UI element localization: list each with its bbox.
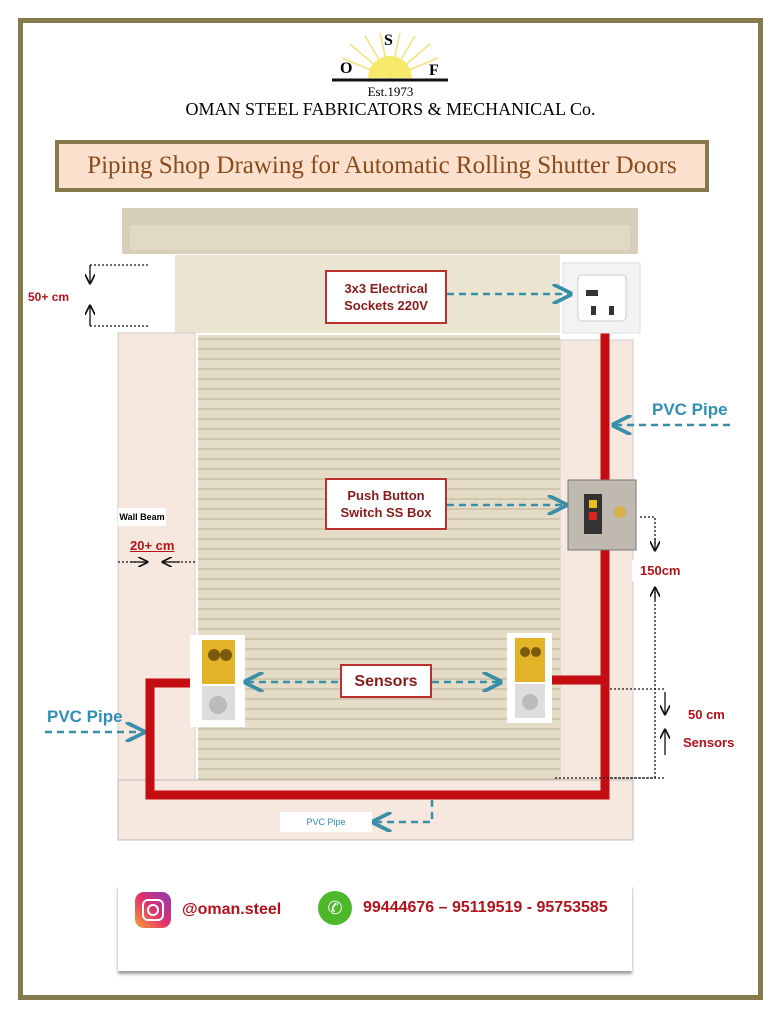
- pvc-pipe-bottom-label: PVC Pipe: [280, 812, 372, 832]
- logo-letter-f: F: [429, 62, 439, 79]
- sensor-right-icon: [507, 633, 552, 723]
- pvc-pipe-right-label: PVC Pipe: [652, 400, 728, 419]
- instagram-icon: [135, 892, 171, 928]
- logo-letter-s: S: [384, 32, 393, 49]
- push-button-label: Push Button Switch SS Box: [325, 478, 447, 530]
- logo-letter-o: O: [340, 60, 353, 77]
- company-name: OMAN STEEL FABRICATORS & MECHANICAL Co.: [185, 99, 596, 119]
- osf-logo: [332, 32, 448, 82]
- phone-numbers[interactable]: 99444676 – 95119519 - 95753585: [363, 899, 608, 916]
- bottom-sill: [117, 779, 634, 841]
- wall-beam-label: Wall Beam: [118, 508, 166, 526]
- page-border: [18, 18, 763, 1000]
- established: Est.1973: [367, 84, 414, 99]
- contact-footer: @oman.steel ✆ 99444676 – 95119519 - 9575…: [118, 885, 632, 971]
- dim-top-label: 50+ cm: [28, 290, 70, 304]
- sockets-label: 3x3 Electrical Sockets 220V: [325, 270, 447, 324]
- dim-sensor-caption: Sensors: [683, 735, 735, 750]
- pvc-pipe-left-label: PVC Pipe: [47, 707, 123, 726]
- red-pvc-pipe: [145, 330, 610, 800]
- right-wall: [559, 339, 634, 781]
- dim-sensor-label: 50 cm: [688, 707, 725, 722]
- page-title: Piping Shop Drawing for Automatic Rollin…: [55, 140, 709, 192]
- phone-icon: ✆: [318, 891, 352, 925]
- instagram-handle[interactable]: @oman.steel: [182, 901, 282, 918]
- sensors-label: Sensors: [340, 664, 432, 698]
- dim-wall-label: 20+ cm: [130, 538, 175, 553]
- left-wall: [117, 332, 196, 781]
- dim-switch-label: 150cm: [632, 560, 689, 581]
- sensor-left-icon: [190, 635, 245, 727]
- shutter-curtain: [198, 335, 560, 780]
